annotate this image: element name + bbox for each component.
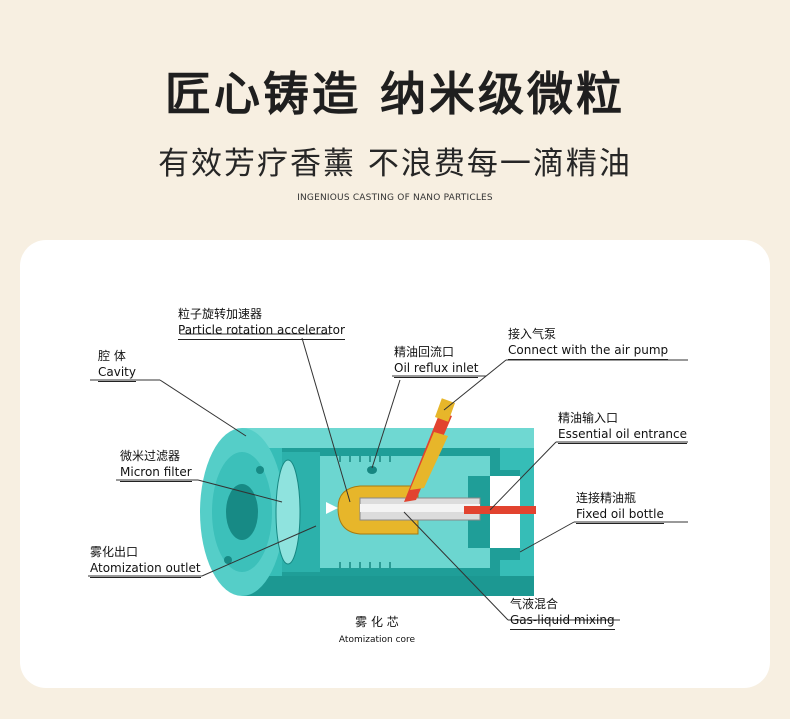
label-cavity: 腔 体 Cavity [98,348,136,382]
label-atomization-core: 雾 化 芯 Atomization core [338,615,416,645]
label-atomization-outlet: 雾化出口 Atomization outlet [90,544,201,578]
label-oil-reflux: 精油回流口 Oil reflux inlet [394,344,479,378]
diagram-card: 粒子旋转加速器 Particle rotation accelerator 腔 … [20,240,770,688]
oil-input-pipe [464,506,536,514]
label-oil-bottle: 连接精油瓶 Fixed oil bottle [576,490,664,524]
label-micron-filter: 微米过滤器 Micron filter [120,448,192,482]
label-gas-liquid-mixing: 气液混合 Gas-liquid mixing [510,596,615,630]
page-subtitle: 有效芳疗香薰 不浪费每一滴精油 [158,146,632,182]
atomizer-cutaway-diagram [88,333,688,621]
label-oil-entrance: 精油输入口 Essential oil entrance [558,410,688,444]
air-pump-pipe [404,398,455,502]
label-air-pump: 接入气泵 Connect with the air pump [508,326,669,360]
label-accelerator: 粒子旋转加速器 Particle rotation accelerator [178,306,345,340]
english-caption: INGENIOUS CASTING OF NANO PARTICLES [297,193,493,203]
atomization-core [326,485,481,535]
leader-lines [88,333,688,621]
page-title: 匠心铸造 纳米级微粒 [164,67,625,121]
